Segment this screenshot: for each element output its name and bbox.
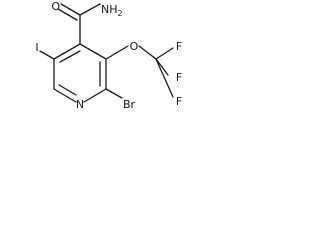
fluorine-right-label: F (176, 71, 182, 84)
bond-n-c6-inner (58, 84, 77, 96)
bond-camide-o-double (57, 8, 78, 21)
bond-camide-o (60, 3, 81, 16)
ring-nitrogen-label: N (76, 98, 84, 111)
bond-c2-n (83, 88, 107, 103)
ether-oxygen-label: O (130, 40, 139, 53)
bond-cf3-f-bottom (155, 58, 174, 98)
bond-o-cf3 (138, 45, 157, 60)
amide-nitrogen-label: NH2 (101, 3, 123, 18)
bond-cf3-f-top (155, 47, 174, 60)
structure-diagram: O NH2 I O F F F N Br (0, 0, 220, 158)
bond-c5-c4 (53, 43, 81, 60)
fluorine-bottom-label: F (176, 95, 182, 108)
molecule-drawing: O NH2 I O F F F N Br (35, 0, 182, 111)
bond-n-c6 (53, 88, 77, 103)
bond-c5-i (39, 50, 55, 60)
bond-c5-c4-inner (59, 50, 81, 63)
bromine-label: Br (123, 98, 136, 111)
bond-c4-c3 (79, 43, 107, 60)
bond-camide-n (79, 3, 101, 16)
amide-oxygen-label: O (51, 0, 60, 13)
bond-cf3-f-right (155, 58, 169, 76)
fluorine-top-label: F (176, 40, 182, 53)
bond-c3-o (105, 45, 129, 60)
iodine-label: I (35, 41, 38, 54)
bond-c2-br (105, 88, 123, 99)
